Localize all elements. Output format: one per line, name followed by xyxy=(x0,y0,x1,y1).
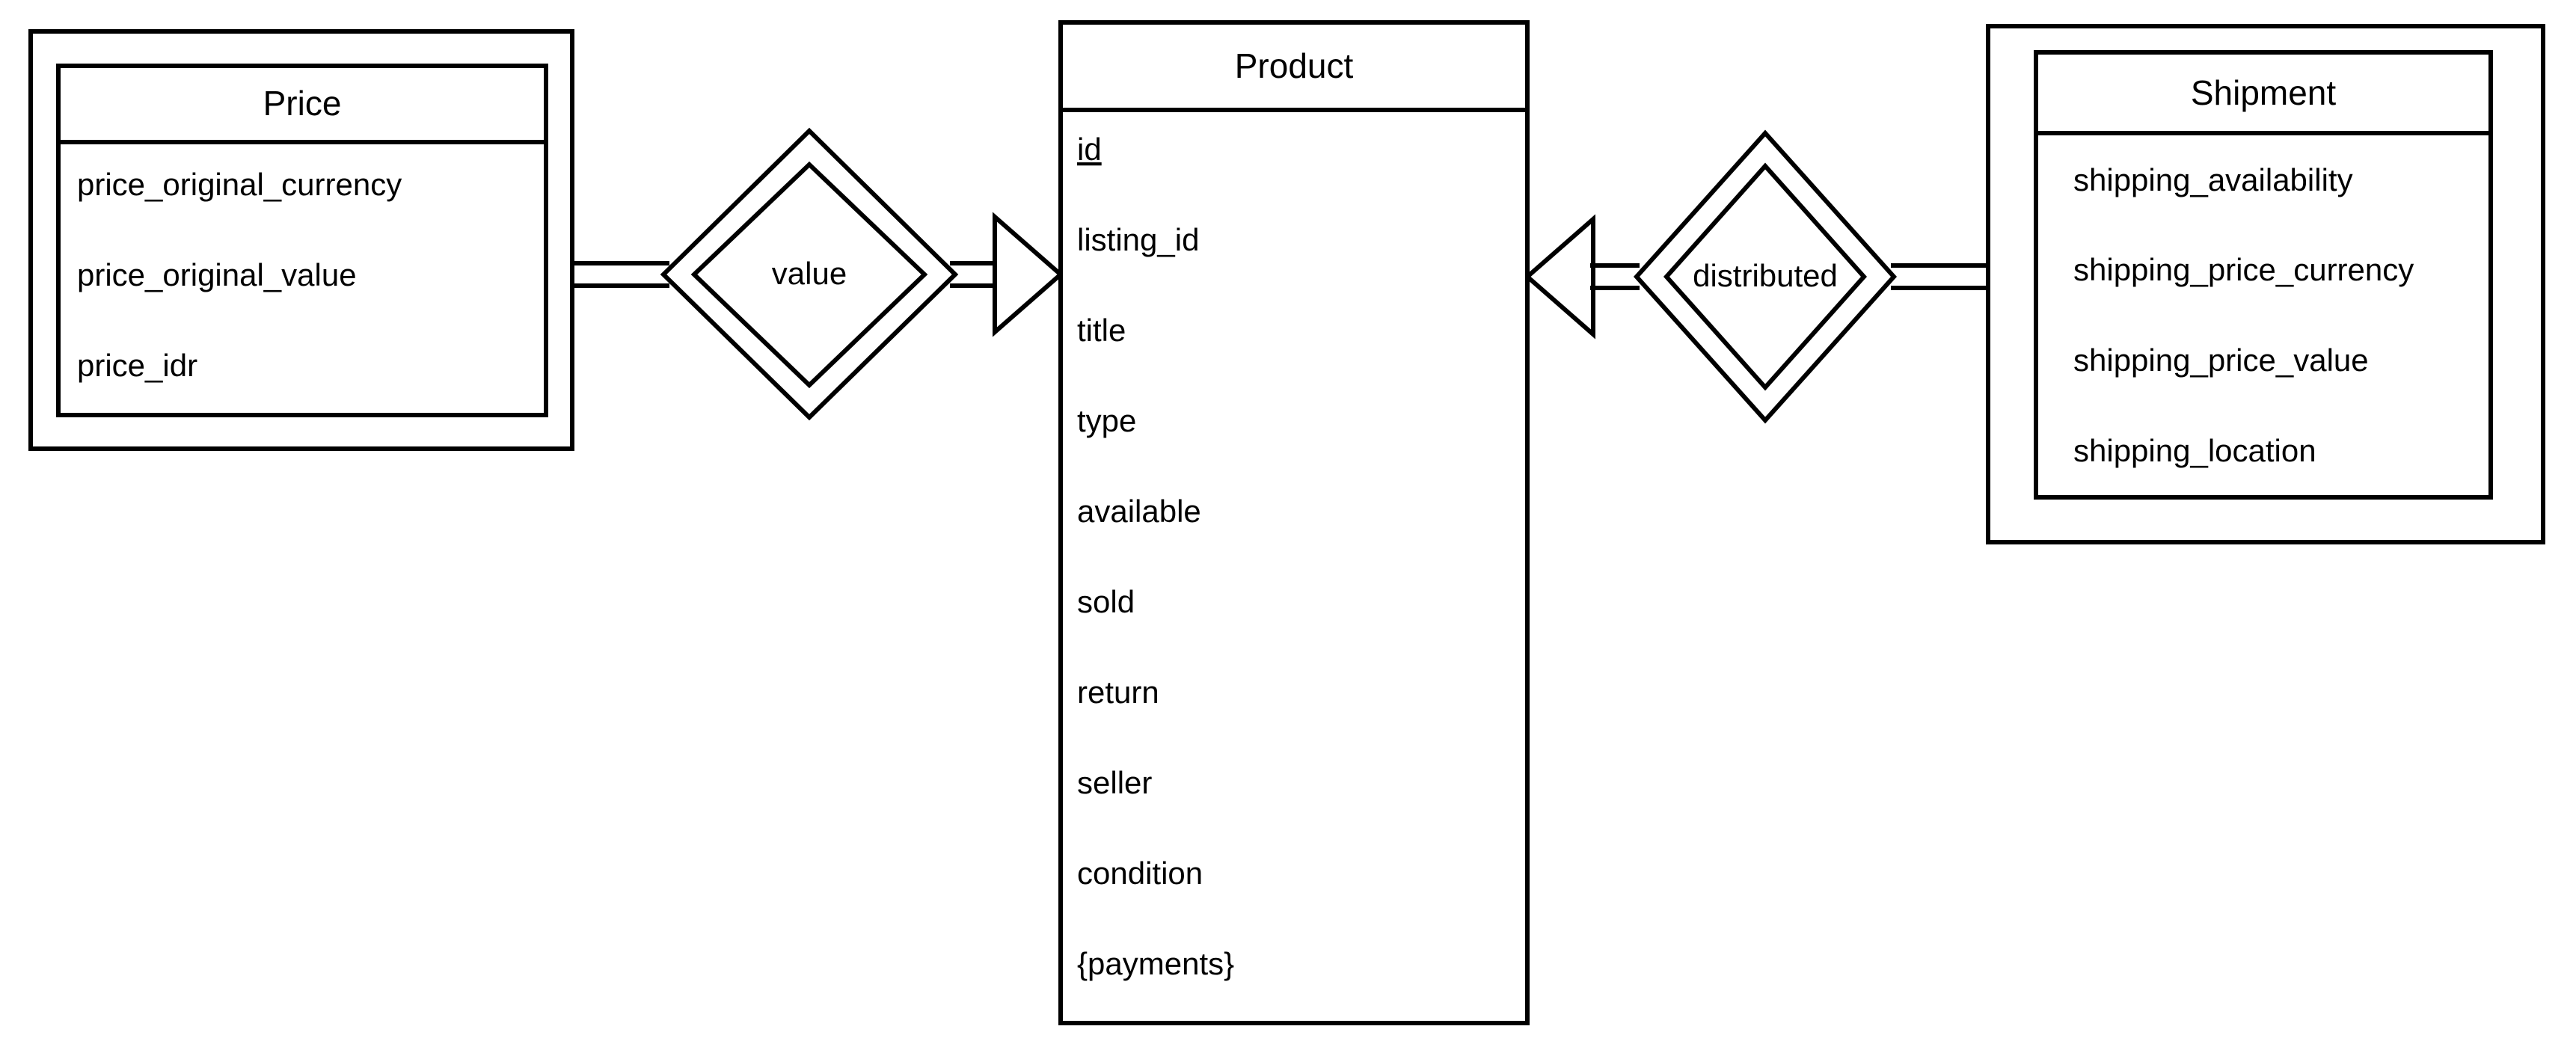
relationship-value[interactable]: value xyxy=(660,127,959,421)
relationship-distributed-label: distributed xyxy=(1693,258,1838,293)
entity-product-attribute: type xyxy=(1077,403,1136,438)
entity-product-attribute-primary-key: id xyxy=(1077,132,1102,167)
connector-value-product xyxy=(950,212,1064,337)
entity-product-attribute: sold xyxy=(1077,584,1135,619)
entity-shipment-attribute: shipping_price_value xyxy=(2073,343,2369,378)
entity-shipment-attribute: shipping_availability xyxy=(2073,162,2353,197)
arrowhead-right-icon xyxy=(993,212,1064,337)
relationship-value-label: value xyxy=(772,256,847,291)
connector-distributed-shipment xyxy=(1891,263,1988,290)
entity-product-attribute: available xyxy=(1077,494,1201,529)
relationship-distributed-inner-diamond xyxy=(1663,162,1868,391)
relationship-value-inner-diamond xyxy=(690,161,928,389)
relationship-distributed[interactable]: distributed xyxy=(1633,129,1898,424)
entity-product-title: Product xyxy=(1235,46,1354,85)
entity-price[interactable]: Price price_original_currency price_orig… xyxy=(28,29,574,451)
entity-price-inner-border xyxy=(56,64,548,417)
entity-product-attribute: {payments} xyxy=(1077,946,1234,981)
entity-shipment-attribute: shipping_price_currency xyxy=(2073,252,2414,287)
entity-price-attribute: price_original_value xyxy=(77,257,357,292)
entity-product-attribute: listing_id xyxy=(1077,222,1199,257)
entity-product[interactable]: Product id listing_id title type availab… xyxy=(1058,20,1530,1025)
entity-shipment[interactable]: Shipment shipping_availability shipping_… xyxy=(1986,24,2545,544)
entity-product-attribute: seller xyxy=(1077,765,1152,800)
entity-product-attribute: title xyxy=(1077,313,1126,348)
entity-shipment-attribute: shipping_location xyxy=(2073,433,2316,468)
entity-shipment-inner-border xyxy=(2034,50,2493,500)
entity-shipment-title: Shipment xyxy=(2191,73,2337,112)
arrowhead-left-icon xyxy=(1524,214,1595,340)
entity-product-attribute: condition xyxy=(1077,856,1203,891)
entity-price-attribute: price_idr xyxy=(77,348,197,383)
entity-product-border xyxy=(1058,20,1530,1025)
connector-price-value xyxy=(572,261,669,288)
entity-price-title: Price xyxy=(263,84,342,123)
entity-price-attribute: price_original_currency xyxy=(77,167,402,202)
connector-product-distributed xyxy=(1524,214,1640,340)
entity-product-attribute: return xyxy=(1077,675,1159,710)
